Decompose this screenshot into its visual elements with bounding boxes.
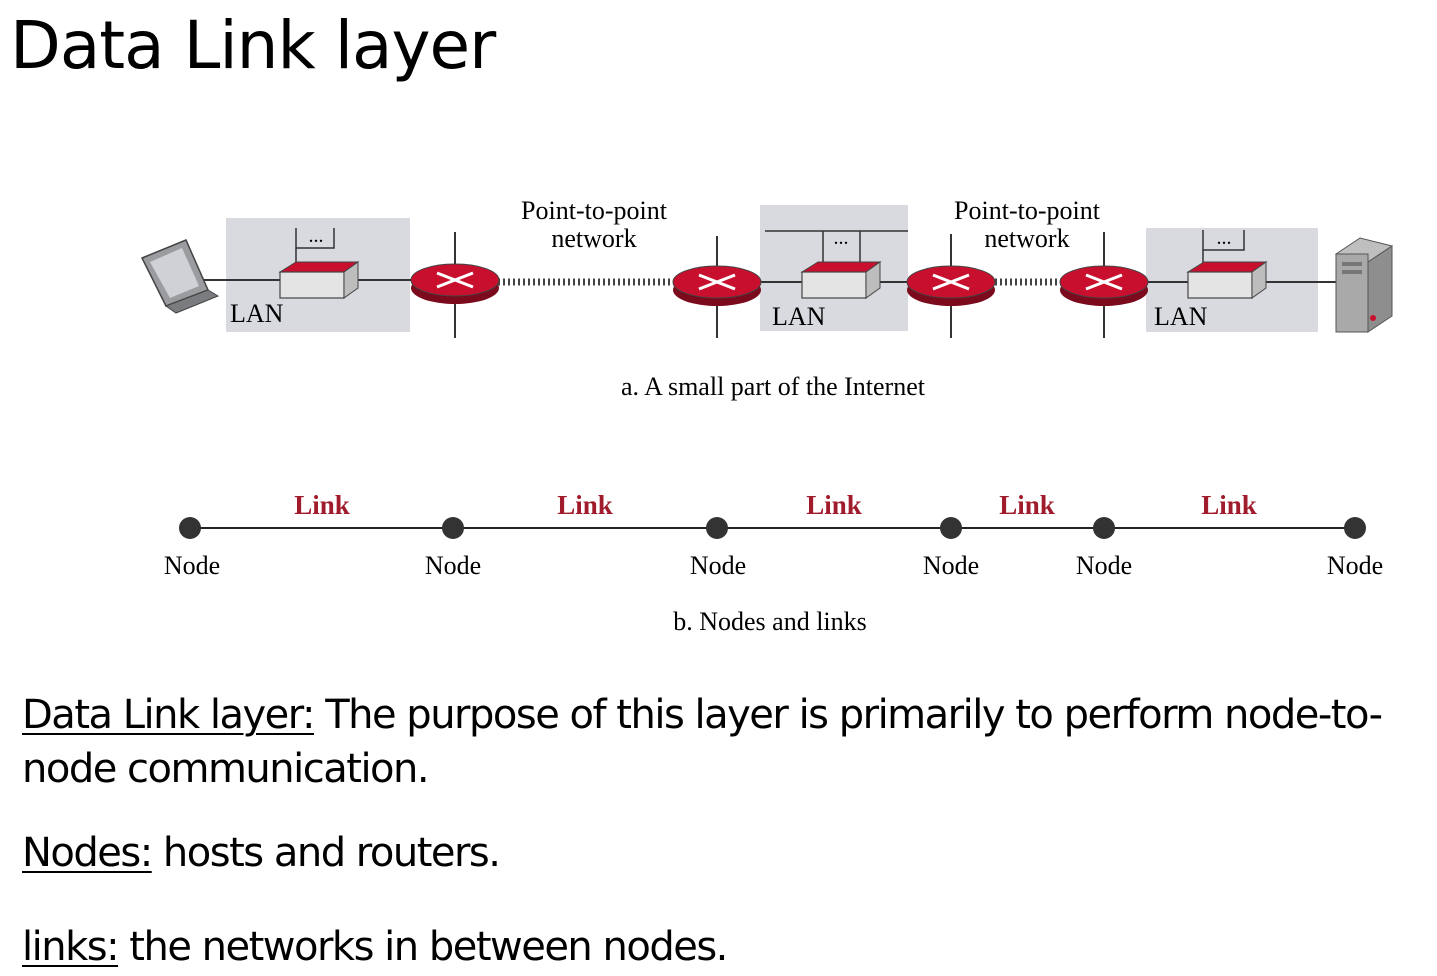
caption-b: b. Nodes and links (673, 607, 867, 636)
term-nodes: Nodes: (22, 830, 153, 876)
ptp-label-right-line2: network (984, 224, 1069, 253)
router-icon-3 (906, 234, 996, 338)
switch-dots-1: ... (309, 225, 324, 247)
definition-data-link-layer: The purpose of this layer is primarily t… (313, 692, 1383, 738)
bullet-data-link-layer-cont: node communication. (22, 742, 430, 796)
router-icon-2 (672, 236, 762, 338)
lan-label-2: LAN (772, 302, 826, 331)
page-title: Data Link layer (10, 7, 496, 84)
definition-data-link-layer-cont: node communication. (22, 746, 430, 792)
switch-dots-2: ... (834, 227, 849, 249)
router-icon-4 (1059, 232, 1149, 338)
link-label-3: Link (806, 490, 862, 520)
network-diagram: ... ... ... (140, 196, 1394, 636)
term-links: links: (22, 924, 120, 970)
lan-label-1: LAN (230, 299, 284, 328)
definition-nodes: hosts and routers. (151, 830, 501, 876)
link-label-2: Link (557, 490, 613, 520)
router-icon-1 (410, 232, 500, 338)
bullet-nodes: Nodes: hosts and routers. (22, 826, 501, 880)
switch-dots-3: ... (1217, 227, 1232, 249)
node-label-1: Node (164, 551, 220, 580)
node-label-4: Node (923, 551, 979, 580)
switch-icon-3 (1186, 261, 1268, 299)
switch-icon-2 (800, 261, 882, 299)
link-label-4: Link (999, 490, 1055, 520)
definition-links: the networks in between nodes. (118, 924, 728, 970)
node-label-6: Node (1327, 551, 1383, 580)
node-dot-1 (179, 517, 201, 539)
node-dot-4 (940, 517, 962, 539)
node-dot-2 (442, 517, 464, 539)
term-data-link-layer: Data Link layer: (22, 692, 315, 738)
ptp-label-left-line1: Point-to-point (521, 196, 668, 225)
node-dot-3 (706, 517, 728, 539)
ptp-label-left-line2: network (551, 224, 636, 253)
lan-label-3: LAN (1154, 302, 1208, 331)
bullet-data-link-layer: Data Link layer: The purpose of this lay… (22, 688, 1383, 742)
node-label-5: Node (1076, 551, 1132, 580)
node-label-2: Node (425, 551, 481, 580)
ptp-label-right-line1: Point-to-point (954, 196, 1101, 225)
server-icon (1334, 237, 1394, 333)
caption-a: a. A small part of the Internet (621, 372, 926, 401)
node-dot-5 (1093, 517, 1115, 539)
link-label-5: Link (1201, 490, 1257, 520)
node-label-3: Node (690, 551, 746, 580)
bullet-links: links: the networks in between nodes. (22, 920, 728, 974)
link-label-1: Link (294, 490, 350, 520)
laptop-icon (140, 239, 220, 314)
switch-icon-1 (278, 261, 360, 299)
node-dot-6 (1344, 517, 1366, 539)
